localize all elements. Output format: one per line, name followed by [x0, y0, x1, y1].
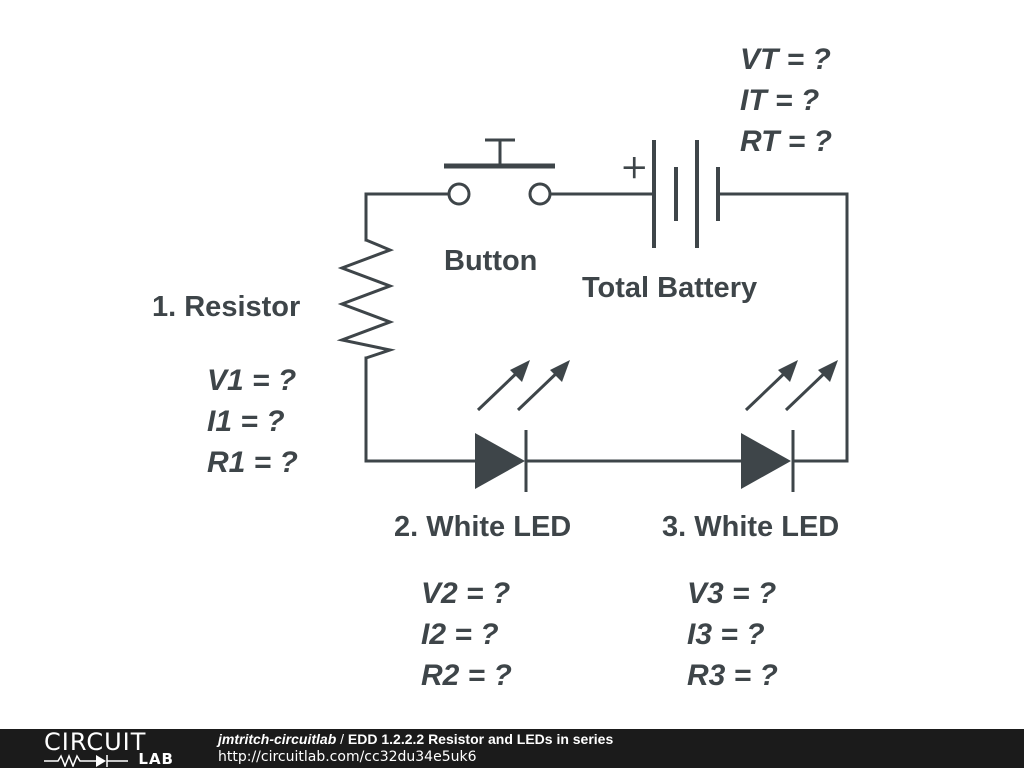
push-button-symbol: [444, 138, 555, 206]
resistor-symbol: [336, 238, 396, 360]
footer-bar: CIRCUIT LAB jmtritch-circuitlab / EDD 1.…: [0, 729, 1024, 768]
led2-label: 2. White LED: [394, 511, 571, 543]
led3-resistance: R3 = ?: [687, 659, 778, 692]
wire-battery-right: [718, 192, 849, 463]
led3-current: I3 = ?: [687, 618, 765, 651]
total-current: IT = ?: [740, 84, 819, 117]
title-separator: /: [336, 731, 348, 747]
total-voltage: VT = ?: [740, 43, 831, 76]
resistor-voltage: V1 = ?: [207, 364, 296, 397]
logo-resistor-diode-icon: [44, 753, 128, 767]
circuitlab-logo[interactable]: CIRCUIT LAB: [44, 728, 174, 768]
battery-symbol: [652, 140, 720, 248]
resistor-resistance: R1 = ?: [207, 446, 298, 479]
circuit-url[interactable]: http://circuitlab.com/cc32du34e5uk6: [218, 749, 477, 765]
white-led-2-symbol: [475, 360, 570, 492]
author-link[interactable]: jmtritch-circuitlab: [218, 731, 337, 747]
led2-current: I2 = ?: [421, 618, 499, 651]
led2-resistance: R2 = ?: [421, 659, 512, 692]
led3-label: 3. White LED: [662, 511, 839, 543]
logo-wordmark-bottom: LAB: [138, 750, 174, 768]
battery-label: Total Battery: [582, 272, 757, 304]
battery-plus-sign: +: [620, 147, 649, 187]
circuit-title-line: jmtritch-circuitlab / EDD 1.2.2.2 Resist…: [218, 731, 613, 748]
white-led-3-symbol: [741, 360, 838, 492]
wire-left-bottom: [364, 356, 477, 463]
wire-left-top: [364, 192, 450, 242]
circuit-title[interactable]: EDD 1.2.2.2 Resistor and LEDs in series: [347, 731, 614, 747]
button-label: Button: [444, 245, 537, 277]
logo-wordmark-top: CIRCUIT: [44, 728, 147, 756]
total-resistance: RT = ?: [740, 125, 832, 158]
led2-voltage: V2 = ?: [421, 577, 510, 610]
resistor-current: I1 = ?: [207, 405, 285, 438]
led3-voltage: V3 = ?: [687, 577, 776, 610]
resistor-label: 1. Resistor: [152, 291, 300, 323]
